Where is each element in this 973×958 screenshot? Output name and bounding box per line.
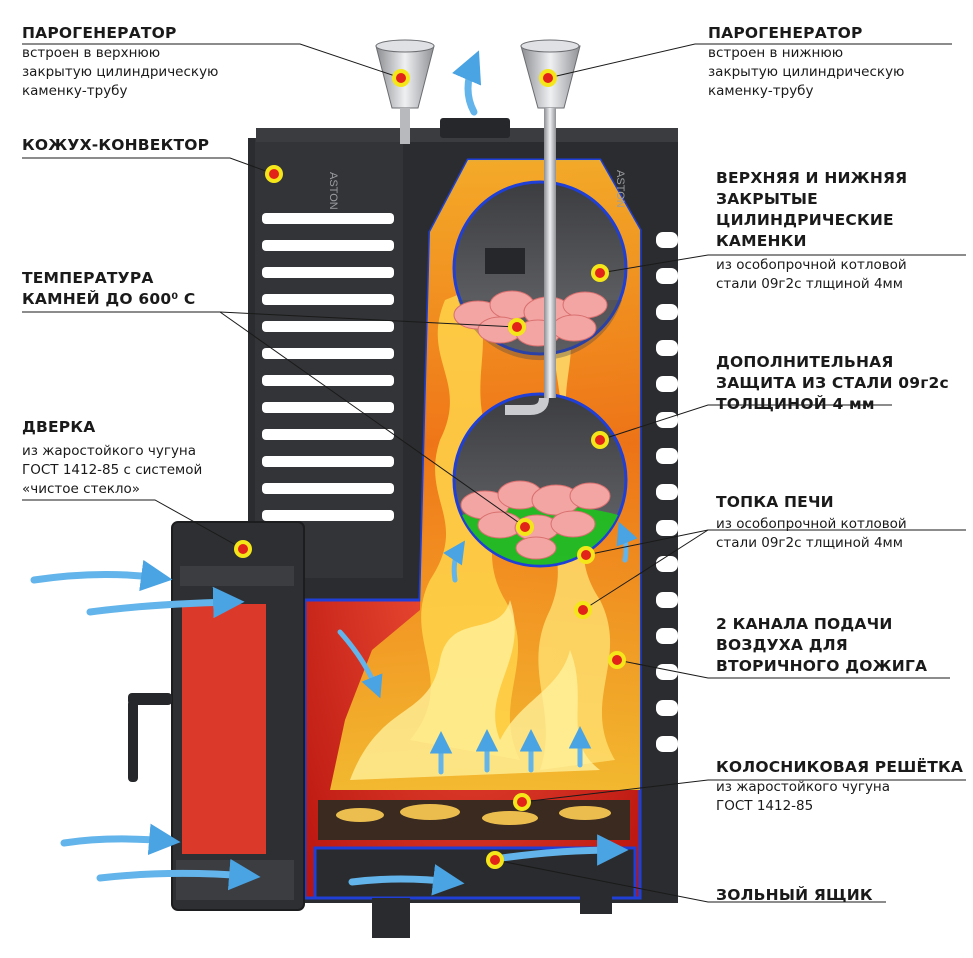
callout-door-desc-3: «чистое стекло» [22,481,141,497]
callout-casing: КОЖУХ-КОНВЕКТОР [22,135,209,156]
leader-firebox-2 [582,529,709,611]
door-handle [128,700,138,782]
callout-steam-top-desc-3: каменку-трубу [22,83,128,99]
callout-grate: КОЛОСНИКОВАЯ РЕШЁТКА из жаростойкого чуг… [716,757,963,816]
leader-ash [494,859,886,903]
airflow-arrow-inner-1 [337,629,383,699]
callout-chambers-title-3: ЦИЛИНДРИЧЕСКИЕ [716,211,894,229]
callout-ash-title: ЗОЛЬНЫЙ ЯЩИК [716,886,873,904]
callout-door-desc-1: из жаростойкого чугуна [22,443,197,459]
callout-grate-desc-1: из жаростойкого чугуна [716,779,891,795]
marker-door [234,540,252,558]
marker-steam-bottom [539,69,557,87]
stove-foot-left [372,898,410,938]
leader-door [22,499,244,550]
callout-steam-top-desc-1: встроен в верхнюю [22,45,161,61]
marker-ash [486,851,504,869]
marker-grate [513,793,531,811]
callout-ash: ЗОЛЬНЫЙ ЯЩИК [716,885,873,906]
callout-steam-top-title: ПАРОГЕНЕРАТОР [22,24,177,42]
callout-protection-title-1: ДОПОЛНИТЕЛЬНАЯ [716,353,894,371]
callout-chambers-title-2: ЗАКРЫТЫЕ [716,190,818,208]
chimney-stub [440,118,510,138]
airflow-arrow-inner-7 [616,521,638,563]
leader-air-channels [616,659,950,679]
callout-chambers: ВЕРХНЯЯ И НИЖНЯЯ ЗАКРЫТЫЕ ЦИЛИНДРИЧЕСКИЕ… [716,168,907,294]
leader-temp-2 [219,311,526,528]
callout-firebox-desc-1: из особопрочной котловой [716,516,907,532]
airflow-arrow-door-4 [96,858,261,891]
leader-casing [22,157,275,175]
door [128,521,305,911]
leader-protection [599,404,892,441]
callout-markers [234,69,626,869]
callout-temperature-title-2: КАМНЕЙ ДО 600⁰ С [22,290,196,308]
steam-generator-right [505,39,581,415]
brand-logo-right: ASTON [614,170,626,208]
airflow-arrows [30,50,638,896]
marker-steam-top [392,69,410,87]
marker-firebox [577,546,595,564]
callout-chambers-desc-1: из особопрочной котловой [716,257,907,273]
callout-steam-bottom: ПАРОГЕНЕРАТОР встроен в нижнюю закрытую … [708,23,904,101]
callout-air-channels-title-1: 2 КАНАЛА ПОДАЧИ [716,615,893,633]
upper-chamber [452,180,628,361]
brand-logo-left: ASTON [327,172,339,210]
callout-air-channels-title-2: ВОЗДУХА ДЛЯ [716,636,848,654]
callout-firebox-title: ТОПКА ПЕЧИ [716,493,834,511]
airflow-arrow-ash-2 [498,834,629,866]
callout-steam-bottom-desc-3: каменку-трубу [708,83,814,99]
callout-steam-top-desc-2: закрытую цилиндрическую [22,64,219,80]
callout-protection-title-2: ЗАЩИТА ИЗ СТАЛИ 09г2с [716,374,949,392]
callout-grate-desc-2: ГОСТ 1412-85 [716,798,814,814]
stove-foot-right [580,880,612,914]
left-grille-slots [262,213,394,521]
callout-air-channels: 2 КАНАЛА ПОДАЧИ ВОЗДУХА ДЛЯ ВТОРИЧНОГО Д… [716,614,927,677]
airflow-arrow-door-1 [30,559,173,592]
leader-chambers [599,254,966,274]
marker-firebox-2 [574,601,592,619]
marker-temp-2 [516,518,534,536]
leader-steam-top [22,43,402,79]
marker-casing [265,165,283,183]
callout-temperature: ТЕМПЕРАТУРА КАМНЕЙ ДО 600⁰ С [22,268,196,310]
callout-chambers-desc-2: стали 09г2с тлщиной 4мм [716,276,903,292]
right-grille-slots [656,232,678,752]
marker-temp-1 [508,318,526,336]
callout-chambers-title-4: КАМЕНКИ [716,232,807,250]
stove: ASTON [128,39,678,938]
callout-door-desc-2: ГОСТ 1412-85 с системой [22,462,203,478]
airflow-arrow-door-2 [86,586,245,619]
embers [336,804,611,825]
callout-door-title: ДВЕРКА [22,418,96,436]
marker-chambers [591,264,609,282]
callout-temperature-title-1: ТЕМПЕРАТУРА [22,269,154,287]
leader-lines [22,43,966,903]
leader-steam-bottom [547,43,952,79]
callout-steam-top: ПАРОГЕНЕРАТОР встроен в верхнюю закрытую… [22,23,218,101]
lower-chamber [452,392,628,568]
marker-air-channels [608,651,626,669]
airflow-arrow-door-3 [60,823,181,856]
callout-protection: ДОПОЛНИТЕЛЬНАЯ ЗАЩИТА ИЗ СТАЛИ 09г2с ТОЛ… [716,352,949,415]
leader-grate [521,779,966,803]
callout-grate-title: КОЛОСНИКОВАЯ РЕШЁТКА [716,758,964,776]
callout-steam-bottom-desc-2: закрытую цилиндрическую [708,64,905,80]
callout-air-channels-title-3: ВТОРИЧНОГО ДОЖИГА [716,657,928,675]
airflow-arrow-inner-6 [443,540,465,583]
callout-door: ДВЕРКА из жаростойкого чугуна ГОСТ 1412-… [22,417,202,499]
callout-steam-bottom-desc-1: встроен в нижнюю [708,45,844,61]
callout-casing-title: КОЖУХ-КОНВЕКТОР [22,136,210,154]
marker-protection [591,431,609,449]
callout-steam-bottom-title: ПАРОГЕНЕРАТОР [708,24,863,42]
callout-firebox: ТОПКА ПЕЧИ из особопрочной котловой стал… [716,492,907,553]
callout-firebox-desc-2: стали 09г2с тлщиной 4мм [716,535,903,551]
airflow-arrow-ash-1 [348,864,465,896]
airflow-arrow-top [452,50,482,116]
callout-chambers-title-1: ВЕРХНЯЯ И НИЖНЯЯ [716,169,908,187]
callout-protection-title-3: ТОЛЩИНОЙ 4 мм [716,395,875,413]
